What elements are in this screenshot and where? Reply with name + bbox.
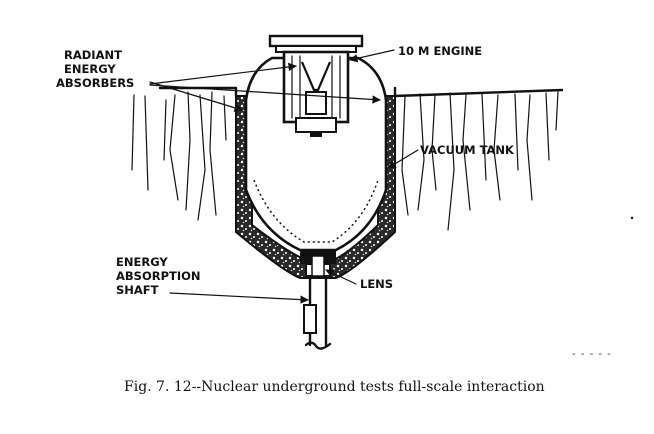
label-radiant-1: RADIANT bbox=[64, 48, 122, 62]
leader-lines bbox=[149, 49, 419, 304]
ground-hatching-left bbox=[131, 91, 227, 221]
tank-lining bbox=[253, 179, 379, 243]
label-radiant-2: ENERGY bbox=[64, 62, 116, 76]
label-engine: 10 M ENGINE bbox=[398, 44, 482, 58]
label-radiant-3: ABSORBERS bbox=[56, 76, 134, 90]
label-shaft-3: SHAFT bbox=[116, 283, 159, 297]
figure-caption: Fig. 7. 12--Nuclear underground tests fu… bbox=[124, 379, 545, 395]
label-shaft-1: ENERGY bbox=[116, 255, 168, 269]
engine bbox=[268, 34, 364, 137]
energy-absorption-shaft bbox=[303, 276, 332, 350]
corner-mark: - - - - - bbox=[572, 349, 612, 360]
speck-mark bbox=[630, 216, 634, 220]
label-shaft-2: ABSORPTION bbox=[116, 269, 201, 283]
label-vacuum-tank: VACUUM TANK bbox=[420, 143, 515, 157]
ground-hatching-right bbox=[401, 91, 559, 231]
label-lens: LENS bbox=[360, 277, 393, 291]
